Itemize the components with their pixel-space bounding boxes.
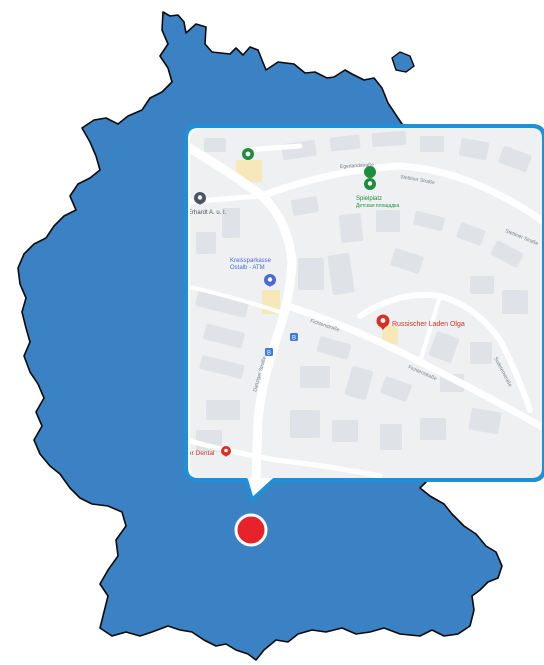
atm-label-1: Kreissparkasse [230, 258, 272, 264]
playground-label-2: Детская площадка [356, 203, 399, 209]
transit-stop-label: B [267, 351, 271, 357]
callout-border [184, 124, 544, 502]
poi-shop[interactable]: Erhardt A. u. I. [188, 192, 227, 216]
island-outline [391, 51, 415, 73]
atm-label-2: Ostalb - ATM [230, 265, 265, 271]
buildings [195, 130, 532, 452]
playground-label-1: Spielplatz [356, 196, 382, 202]
poi-playground[interactable]: Spielplatz Детская площадка [356, 166, 399, 209]
playground-pin-icon [364, 166, 377, 190]
poi-atm[interactable]: Kreissparkasse Ostalb - ATM [230, 258, 276, 287]
poi-top-green [242, 148, 254, 160]
dental-label: er Dental [188, 450, 215, 457]
location-marker[interactable] [234, 513, 268, 547]
poi-dental[interactable]: er Dental [188, 446, 231, 457]
shop-label: Erhardt A. u. I. [188, 210, 227, 216]
store-label: Russischer Laden Olga [392, 321, 465, 328]
street-map: Egerlandstraße Stettiner Straße Stettine… [188, 128, 544, 478]
street-label-top: Egerlandstraße [340, 162, 375, 170]
transit-stop-label: B [292, 336, 296, 342]
transit-stops: B B [265, 333, 298, 357]
poi-store[interactable]: Russischer Laden Olga [376, 314, 465, 331]
